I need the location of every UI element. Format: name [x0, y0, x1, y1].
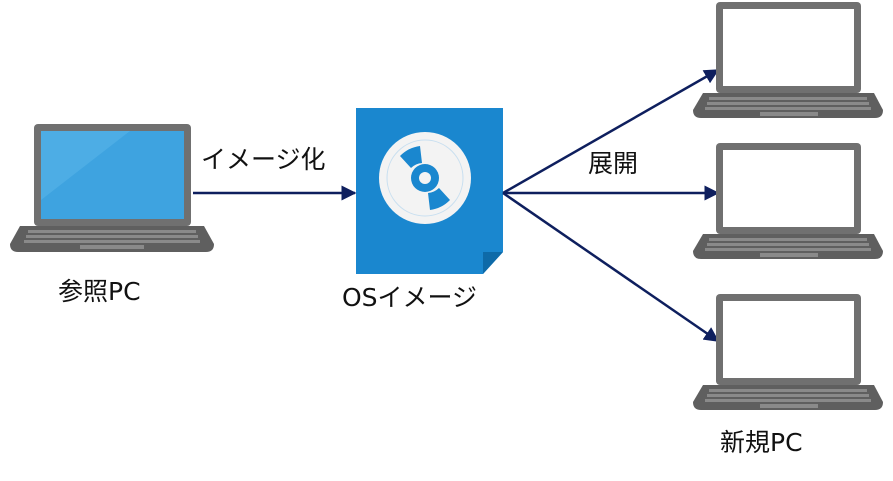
os-image-file-icon	[356, 108, 503, 274]
source-laptop-icon	[10, 124, 214, 252]
deploy-label: 展開	[588, 149, 639, 178]
os-image-label: OSイメージ	[342, 283, 478, 312]
new-pcs-label: 新規PC	[720, 428, 803, 457]
imaging-label: イメージ化	[201, 145, 326, 174]
source-pc-label: 参照PC	[58, 277, 141, 306]
target-laptop-icon	[693, 294, 883, 410]
deploy-arrow-top	[502, 68, 720, 195]
deploy-arrow-bottom	[502, 191, 720, 343]
target-laptop-icon	[693, 2, 883, 118]
target-laptop-icon	[693, 143, 883, 259]
